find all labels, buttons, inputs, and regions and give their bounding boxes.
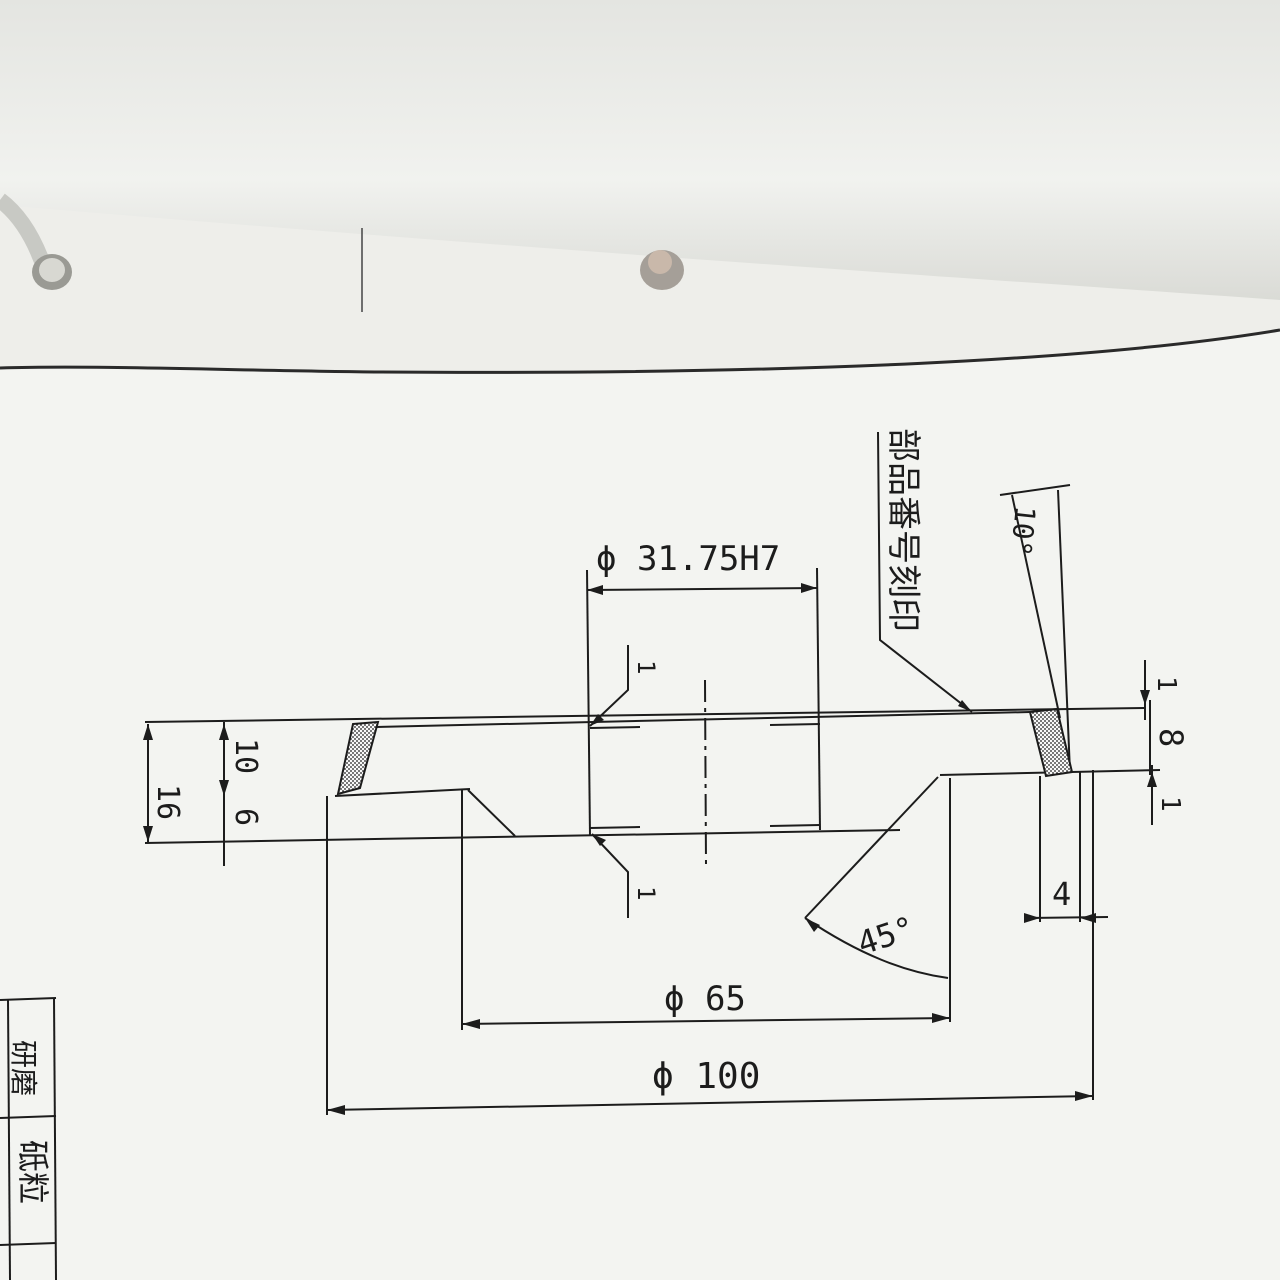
title-block-cell-grit: 砥粒 (14, 1140, 52, 1204)
chamfer-bottom-label: 1 (632, 886, 660, 900)
part-number-note: 部品番号刻印 (883, 428, 923, 632)
dim-16-label: 16 (150, 784, 185, 820)
binder-ring-left (0, 193, 72, 290)
curled-page (0, 0, 1280, 374)
diameter-100-label: ϕ 100 (652, 1056, 760, 1097)
abrasive-rim-left (336, 720, 380, 796)
diameter-65-label: ϕ 65 (664, 979, 746, 1019)
dim-8-label: 8 (1152, 728, 1190, 747)
arrowheads (143, 583, 1157, 1115)
paper-sheet (0, 300, 1280, 1280)
bore-diameter-label: ϕ 31.75H7 (596, 539, 780, 579)
dim-1-top-label: 1 (1151, 676, 1181, 692)
dim-6-label: 6 (228, 808, 263, 826)
chamfer-top-label: 1 (632, 660, 660, 674)
dim-1-bottom-label: 1 (1155, 796, 1185, 812)
binder-ring-middle (640, 250, 684, 290)
title-block-cell-partial: 研磨 (7, 1040, 40, 1096)
taper-angle-label: 10° (1004, 504, 1042, 558)
title-block-fragment (0, 997, 57, 1280)
dim-10-label: 10 (228, 738, 263, 774)
dim-4-label: 4 (1052, 875, 1071, 913)
abrasive-rim-right (1028, 707, 1074, 778)
